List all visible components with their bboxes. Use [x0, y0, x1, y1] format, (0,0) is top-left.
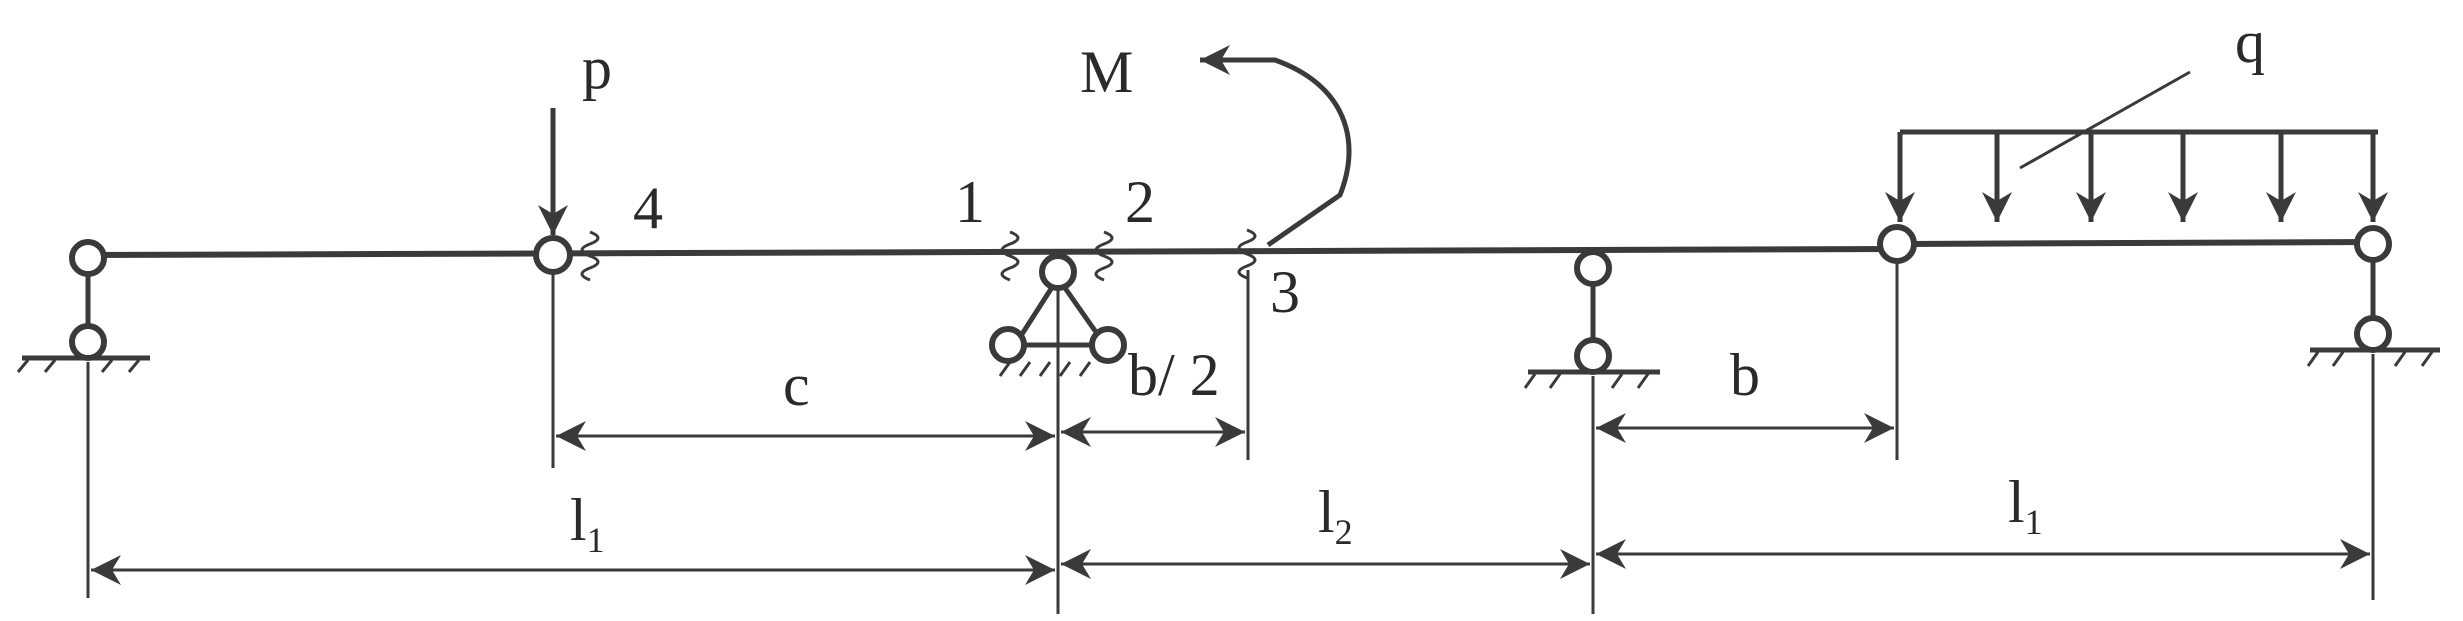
- label-b-half: b/ 2: [1128, 342, 1220, 408]
- hinge-left: [533, 235, 573, 275]
- label-q: q: [2235, 9, 2265, 75]
- distributed-load-q: q: [1885, 9, 2388, 222]
- label-l2-sub: 2: [1335, 512, 1353, 552]
- label-b: b: [1730, 342, 1760, 408]
- section-label-1: 1: [955, 169, 985, 235]
- label-l1-right: l: [2008, 469, 2025, 535]
- left-pin-support: [16, 239, 150, 373]
- middle-triangle-support: [989, 253, 1127, 377]
- label-l2: l: [1318, 479, 1335, 545]
- right-middle-pin-support: [1523, 249, 1660, 389]
- section-label-2: 2: [1125, 169, 1155, 235]
- label-c: c: [783, 352, 810, 418]
- beam: [87, 239, 2374, 258]
- section-label-4: 4: [633, 175, 663, 241]
- dimension-l1-left: l1: [91, 487, 1055, 585]
- label-l1-left-sub: 1: [587, 520, 605, 560]
- dimension-b: b: [1596, 342, 1894, 443]
- right-pin-support: [2306, 225, 2440, 367]
- svg-text:l2: l2: [1318, 479, 1353, 552]
- svg-text:l1: l1: [570, 487, 605, 560]
- dimension-l1-right: l1: [1596, 469, 2370, 569]
- extension-lines: [86, 262, 2375, 614]
- svg-text:l1: l1: [2008, 469, 2043, 542]
- moment-m: M: [1080, 39, 1352, 248]
- label-l1-left: l: [570, 487, 587, 553]
- dimension-c: c: [556, 352, 1055, 451]
- label-l1-right-sub: 1: [2025, 502, 2043, 542]
- dimension-l2: l2: [1061, 479, 1590, 579]
- section-label-3: 3: [1270, 259, 1300, 325]
- section-cut-marks: [580, 228, 1257, 282]
- hinge-right: [1877, 224, 1917, 264]
- label-p: p: [582, 35, 612, 101]
- label-m: M: [1080, 39, 1133, 105]
- dimension-b-half: b/ 2: [1061, 342, 1245, 447]
- point-load-p: p: [538, 35, 612, 235]
